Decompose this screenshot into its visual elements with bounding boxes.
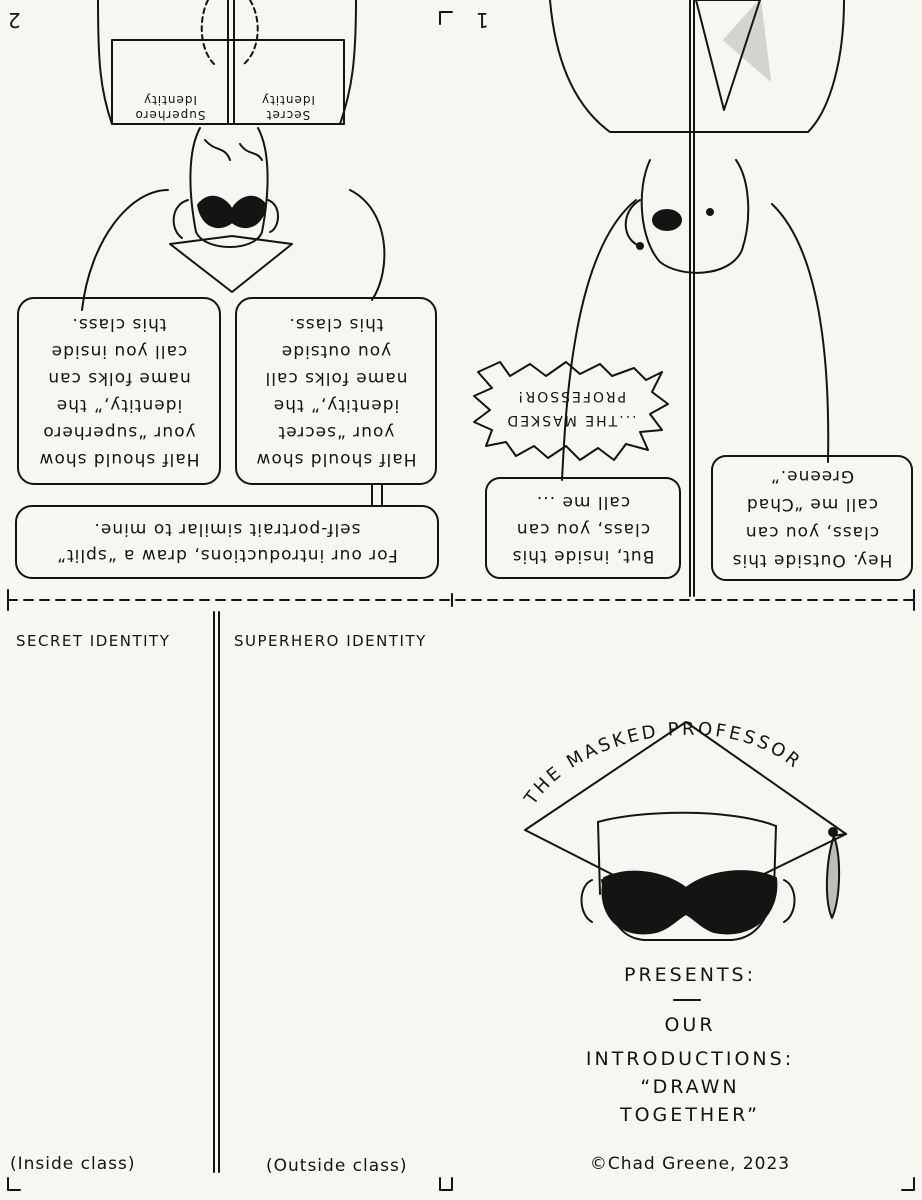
bubble-inside: [485, 477, 681, 579]
bubble-instructions: [15, 505, 439, 579]
copyright-text: ©Chad Greene, 2023: [589, 1154, 791, 1174]
bubble-outside: [711, 455, 913, 581]
split-head-right: [640, 159, 750, 274]
presents-text: Presents:: [623, 964, 756, 986]
arc-title: THE MASKED PROFESSOR: [520, 719, 806, 810]
bubble-secret-text: Half should show your “secret identity,”…: [255, 314, 417, 469]
bubble-outside-text: Hey. Outside this class, you can call me…: [731, 466, 893, 570]
title-together: Together”: [619, 1104, 761, 1126]
label-secret-identity: Secret Identity: [16, 632, 171, 650]
crop-mark-bottom-left: [7, 1177, 21, 1191]
burst-outline: [473, 361, 669, 461]
masked-head-left: [189, 127, 269, 248]
bubble-superhero: [17, 297, 221, 485]
title-introductions: Introductions:: [585, 1048, 795, 1070]
page-number-1: 1: [476, 8, 489, 32]
book-label-secret: Secret Identity: [261, 93, 315, 122]
crop-mark-bottom-mid: [439, 1177, 453, 1191]
bubble-superhero-text: Half should show your “superhero identit…: [38, 314, 200, 469]
title-drawn: “Drawn: [640, 1076, 740, 1098]
crop-mark-top-left: [439, 11, 453, 25]
page-number-2: 2: [8, 8, 21, 32]
title-our: Our: [664, 1014, 716, 1036]
caption-inside-class: (Inside class): [10, 1154, 136, 1174]
coat-right: [549, 0, 845, 133]
caption-outside-class: (Outside class): [266, 1156, 408, 1176]
bubble-inside-text: But, inside this class, you can call me …: [511, 492, 655, 566]
book-label-superhero: Superhero Identity: [134, 93, 206, 122]
crop-mark-bottom-right: [901, 1177, 915, 1191]
bubble-instructions-text: For our introductions, draw a “split” se…: [56, 519, 398, 565]
label-superhero-identity: Superhero Identity: [234, 632, 427, 650]
burst-text: ...The Masked Professor!: [505, 388, 637, 428]
logo-mask: [601, 870, 778, 935]
bubble-secret: [235, 297, 437, 485]
